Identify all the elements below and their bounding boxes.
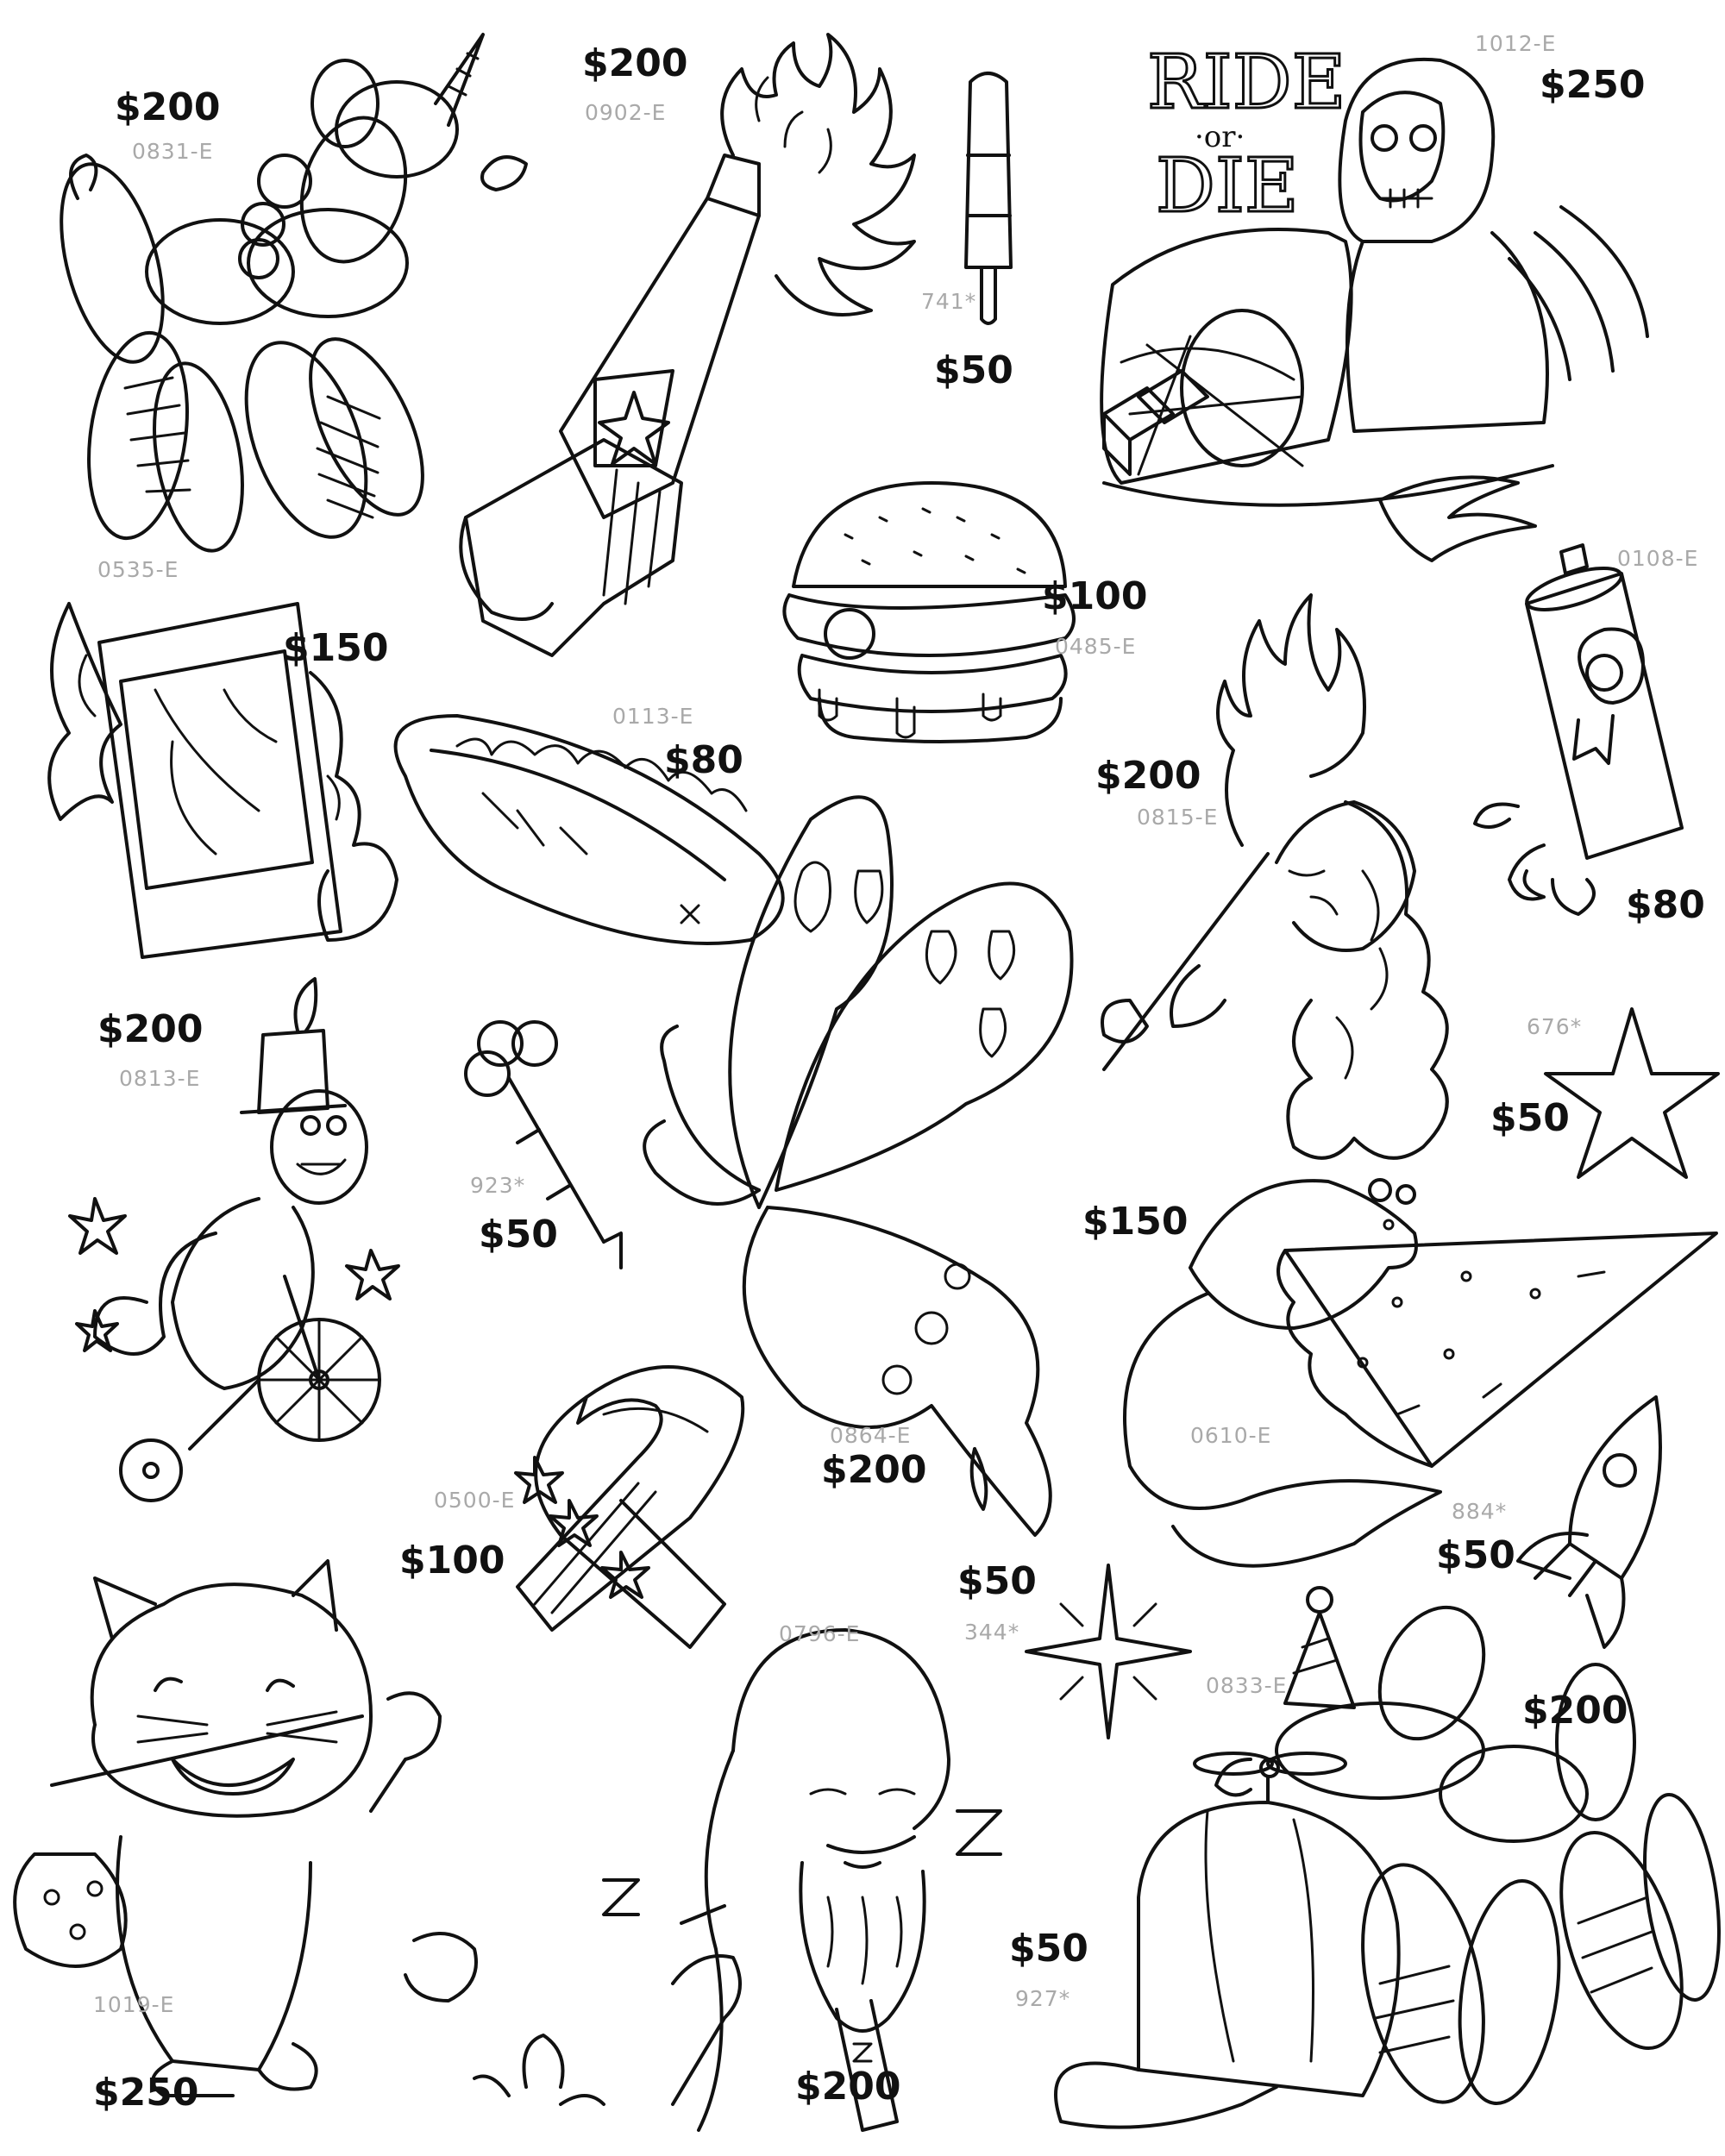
balloon-unicorn-drawing: [60, 33, 528, 553]
balloon-dog-party-hat-drawing: [1214, 1586, 1721, 2105]
code-burger: 0485-E: [1055, 634, 1137, 659]
price-ride-or-die: $250: [1540, 63, 1646, 107]
die-lettering: DIE: [1156, 143, 1299, 229]
price-star: $50: [1490, 1096, 1570, 1140]
price-molotov: $200: [582, 41, 688, 85]
sparkle-drawing: [1025, 1564, 1192, 1739]
code-hobo-cat: 1019-E: [93, 1992, 175, 2017]
ride-or-die-drawing: RIDE ·or· DIE: [1100, 39, 1649, 562]
propeller-cap-drawing: [1054, 1752, 1401, 2129]
code-butterfly: 0864-E: [830, 1423, 912, 1448]
code-flower-key: 923*: [470, 1173, 526, 1198]
code-star: 676*: [1527, 1014, 1583, 1039]
code-fire-breather: 0815-E: [1137, 805, 1219, 830]
or-lettering: ·or·: [1195, 120, 1245, 154]
price-flower-key: $50: [479, 1213, 558, 1257]
price-hobo-cat: $250: [93, 2071, 199, 2115]
code-ride-or-die: 1012-E: [1475, 31, 1557, 56]
price-monkey: $200: [97, 1007, 204, 1051]
hobo-cat-drawing: [13, 1559, 605, 2106]
code-ribbon: 0500-E: [434, 1488, 516, 1513]
price-rocket: $50: [1436, 1533, 1515, 1577]
price-balloon-unicorn: $200: [115, 85, 221, 129]
price-polaroid: $150: [283, 626, 389, 670]
ride-lettering: RIDE: [1147, 40, 1346, 126]
price-rat-pizza: $150: [1082, 1200, 1189, 1244]
code-popsicle: 741*: [921, 289, 977, 314]
sleeping-man-drawing: [602, 1628, 1002, 2132]
code-monkey: 0813-E: [119, 1066, 201, 1091]
molotov-bottle-drawing: [459, 33, 916, 657]
spilled-beer-can-drawing: [1473, 543, 1684, 916]
rat-pizza-drawing: [1123, 1178, 1718, 1568]
burning-polaroid-drawing: [47, 602, 398, 959]
code-hot-dog: 0113-E: [612, 704, 694, 729]
code-molotov: 0902-E: [585, 100, 667, 125]
price-propeller-cap: $50: [1009, 1927, 1088, 1971]
code-beer-can: 0108-E: [1617, 546, 1699, 571]
price-popsicle: $50: [934, 348, 1013, 392]
fire-breather-drawing: [1101, 593, 1449, 1160]
code-polaroid: 0535-E: [97, 557, 179, 582]
hot-dog-drawing: [393, 714, 785, 945]
price-sparkle: $50: [957, 1559, 1037, 1603]
code-sparkle: 344*: [964, 1620, 1020, 1645]
price-balloon-dog: $200: [1522, 1689, 1628, 1733]
popsicle-drawing: [964, 72, 1013, 325]
rocket-drawing: [1516, 1395, 1662, 1649]
price-burger: $100: [1042, 574, 1148, 618]
code-balloon-dog: 0833-E: [1206, 1673, 1288, 1698]
price-ribbon: $100: [399, 1539, 505, 1583]
code-sleeping-man: 0796-E: [779, 1621, 861, 1646]
code-propeller-cap: 927*: [1015, 1986, 1071, 2011]
monkey-unicycle-drawing: [68, 977, 400, 1502]
code-rat-pizza: 0610-E: [1190, 1423, 1272, 1448]
price-beer-can: $80: [1626, 883, 1705, 927]
burger-drawing: [782, 481, 1076, 743]
awareness-ribbon-drawing: [514, 1365, 745, 1649]
code-balloon-unicorn: 0831-E: [132, 139, 214, 164]
flower-key-drawing: [464, 1020, 623, 1269]
price-hot-dog: $80: [664, 738, 743, 782]
price-sleeping-man: $200: [795, 2065, 901, 2109]
price-fire-breather: $200: [1095, 754, 1201, 798]
star-drawing: [1544, 1007, 1720, 1179]
butterfly-drawing: [643, 795, 1074, 1537]
price-butterfly: $200: [821, 1448, 927, 1492]
code-rocket: 884*: [1452, 1499, 1508, 1524]
